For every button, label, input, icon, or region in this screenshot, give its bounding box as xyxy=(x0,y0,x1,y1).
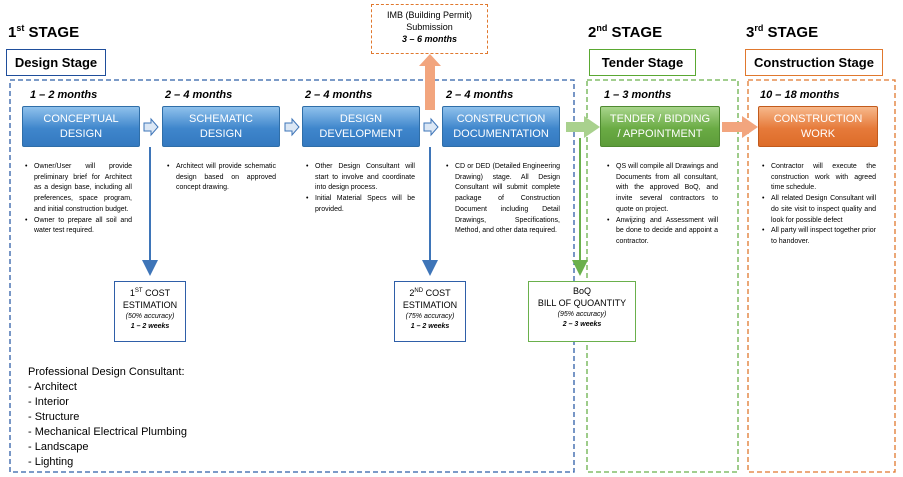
stage-2-heading: 2nd STAGE xyxy=(588,23,663,41)
stage-3-heading: 3rd STAGE xyxy=(746,23,819,41)
imb-duration: 3 – 6 months xyxy=(401,34,457,44)
boq-weeks: 2 – 3 weeks xyxy=(562,321,602,328)
boq-accuracy: (95% accuracy) xyxy=(557,311,607,318)
construction-arrow xyxy=(722,116,758,138)
note-item: Owner/User will provide preliminary brie… xyxy=(22,162,132,216)
note-item: Anwijzing and Assessment will be done to… xyxy=(604,216,718,248)
estimation-1-weeks: 1 – 2 weeks xyxy=(130,323,170,330)
consultant-item: - Interior xyxy=(28,396,69,408)
phase-4-duration: 2 – 4 months xyxy=(446,89,514,101)
estimation-2-weeks: 1 – 2 weeks xyxy=(410,323,450,330)
phase-4-notes: CD or DED (Detailed Engineering Drawing)… xyxy=(443,162,560,237)
tender-stage-frame xyxy=(586,79,739,473)
phase-3-notes: Other Design Consultant will start to in… xyxy=(303,162,415,216)
phase-5-duration: 1 – 3 months xyxy=(604,89,672,101)
design-stage-label: Design Stage xyxy=(6,49,106,76)
note-item: All related Design Consultant will do si… xyxy=(759,194,876,226)
note-item: Contractor will execute the construction… xyxy=(759,162,876,194)
phase-1-duration: 1 – 2 months xyxy=(30,89,98,101)
imb-arrow xyxy=(419,54,441,110)
estimation-1-title: 1ST COST xyxy=(129,288,171,298)
note-item: QS will compile all Drawings and Documen… xyxy=(604,162,718,216)
note-item: Owner to prepare all soil and water test… xyxy=(22,216,132,237)
estimation-2-box: 2ND COST ESTIMATION (75% accuracy) 1 – 2… xyxy=(394,281,466,342)
phase-6-notes: Contractor will execute the construction… xyxy=(759,162,876,248)
tender-stage-label: Tender Stage xyxy=(589,49,696,76)
phase-2-notes: Architect will provide schematic design … xyxy=(164,162,276,194)
phase-3-duration: 2 – 4 months xyxy=(305,89,373,101)
phase-arrow-1 xyxy=(143,117,159,137)
stage-1-heading: 1st STAGE xyxy=(8,23,80,41)
consultant-list-title: Professional Design Consultant: xyxy=(28,366,185,378)
estimation-1-box: 1ST COST ESTIMATION (50% accuracy) 1 – 2… xyxy=(114,281,186,342)
design-stage-frame xyxy=(9,79,575,473)
note-item: All party will inspect together prior to… xyxy=(759,226,876,247)
construction-stage-label: Construction Stage xyxy=(745,49,883,76)
consultant-list: Professional Design Consultant: - Archit… xyxy=(28,365,187,470)
phase-1-notes: Owner/User will provide preliminary brie… xyxy=(22,162,132,237)
phase-5-notes: QS will compile all Drawings and Documen… xyxy=(604,162,718,248)
estimation-2-accuracy: (75% accuracy) xyxy=(405,313,455,320)
imb-title: IMB (Building Permit) xyxy=(386,10,473,20)
note-item: Architect will provide schematic design … xyxy=(164,162,276,194)
boq-title: BoQ xyxy=(572,286,591,296)
note-item: CD or DED (Detailed Engineering Drawing)… xyxy=(443,162,560,237)
consultant-item: - Structure xyxy=(28,411,80,423)
phase-6-duration: 10 – 18 months xyxy=(760,89,840,101)
tender-arrow xyxy=(566,116,600,138)
consultant-item: - Lighting xyxy=(28,456,74,468)
boq-subtitle: BILL OF QUOANTITY xyxy=(537,298,627,308)
phase-arrow-2 xyxy=(284,117,300,137)
consultant-item: - Architect xyxy=(28,381,77,393)
estimation-2-title: 2ND COST xyxy=(409,288,451,298)
note-item: Other Design Consultant will start to in… xyxy=(303,162,415,194)
estimation-1-accuracy: (50% accuracy) xyxy=(125,313,175,320)
phase-arrow-3 xyxy=(423,117,439,137)
boq-box: BoQ BILL OF QUOANTITY (95% accuracy) 2 –… xyxy=(528,281,636,342)
construction-stage-frame xyxy=(747,79,896,473)
imb-box: IMB (Building Permit) Submission 3 – 6 m… xyxy=(371,4,488,54)
phase-tender-bidding: TENDER / BIDDING/ APPOINTMENT xyxy=(600,106,720,147)
consultant-item: - Landscape xyxy=(28,441,89,453)
note-item: Initial Material Specs will be provided. xyxy=(303,194,415,215)
phase-2-duration: 2 – 4 months xyxy=(165,89,233,101)
consultant-item: - Mechanical Electrical Plumbing xyxy=(28,426,187,438)
imb-subtitle: Submission xyxy=(406,22,453,32)
